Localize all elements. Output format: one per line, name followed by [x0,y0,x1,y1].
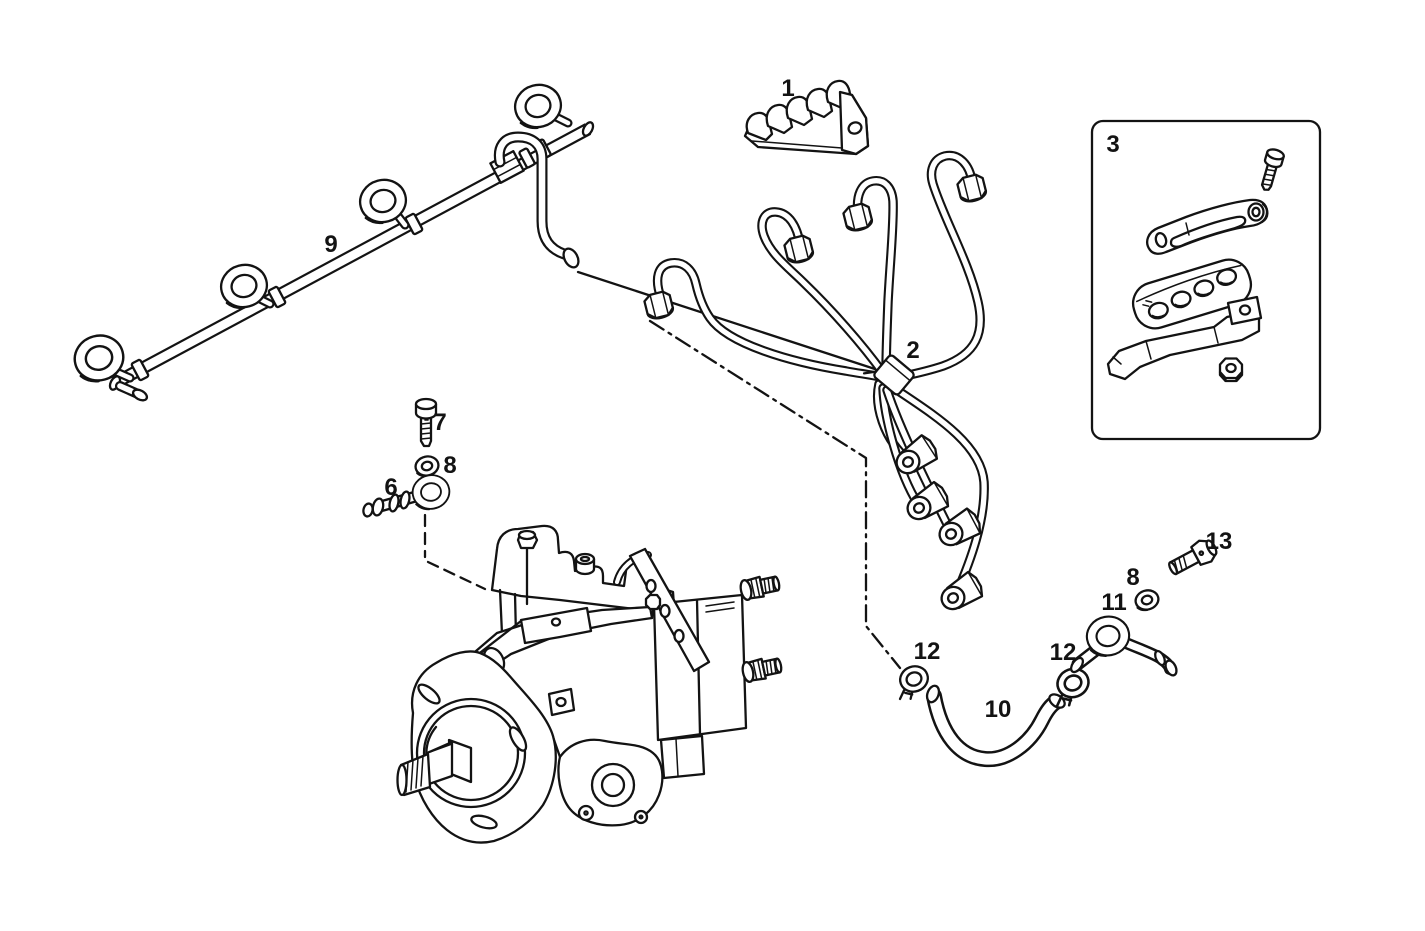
pipe-union-nut [955,172,989,205]
pipe-union-nut [934,568,987,617]
part-8-seal-washer [412,453,442,479]
leader-rail-to-bundle [576,270,880,372]
callout-2: 2 [906,337,919,364]
comb-mount-hole [847,121,863,135]
part-7-banjo-bolt [414,397,438,448]
kit-spacer-block [1131,258,1253,330]
pump-control-lever [617,547,711,673]
callout-10: 10 [985,696,1012,723]
pump-fitting-upper [737,572,783,602]
part-1-pipe-clamp-comb [743,79,870,156]
callout-6: 6 [384,474,397,501]
injection-pump [396,524,785,844]
callout-labels: 1 9 2 3 7 8 6 13 8 11 12 12 10 [324,75,1232,723]
part-13-hollow-screw [1168,539,1218,576]
pipe-union-nut [782,233,816,266]
inset-box-border [1090,119,1322,441]
pump-fitting-lower [739,654,785,684]
leader-dashdot [648,319,902,670]
leader-banjo-to-pump [423,513,487,591]
callout-11: 11 [1101,589,1126,616]
callout-7: 7 [433,409,446,436]
pipe-bundle-clamp [862,354,915,396]
pump-bottom-mount [557,738,664,827]
hose-end-opening [925,684,941,704]
part-2-injection-pipes [642,156,989,617]
callout-3: 3 [1106,131,1119,158]
banjo-ring [509,78,567,134]
sbend-end-flange [562,247,580,269]
callout-13: 13 [1206,528,1233,555]
part-9-leak-off-rail [68,78,595,402]
kit-nut [1218,357,1244,383]
callout-12a: 12 [914,638,941,665]
callout-8a: 8 [443,452,456,479]
part-11-banjo-elbow [1069,612,1178,677]
pipe-union-nut [841,201,875,234]
part-3-clamp-kit-inset [1090,119,1322,441]
part-8-seal-washer [1132,586,1162,614]
part-6-banjo-union [362,471,453,518]
callout-12b: 12 [1050,639,1077,666]
leader-lines [423,270,902,670]
callout-8b: 8 [1126,564,1139,591]
callout-1: 1 [781,75,794,102]
kit-clamp-strap [1146,198,1269,255]
callout-9: 9 [324,231,337,258]
kit-bracket-plate [1106,295,1263,381]
pump-drive-shaft [396,738,473,797]
pump-mounting-flange [410,650,557,844]
kit-bolt [1260,148,1285,191]
